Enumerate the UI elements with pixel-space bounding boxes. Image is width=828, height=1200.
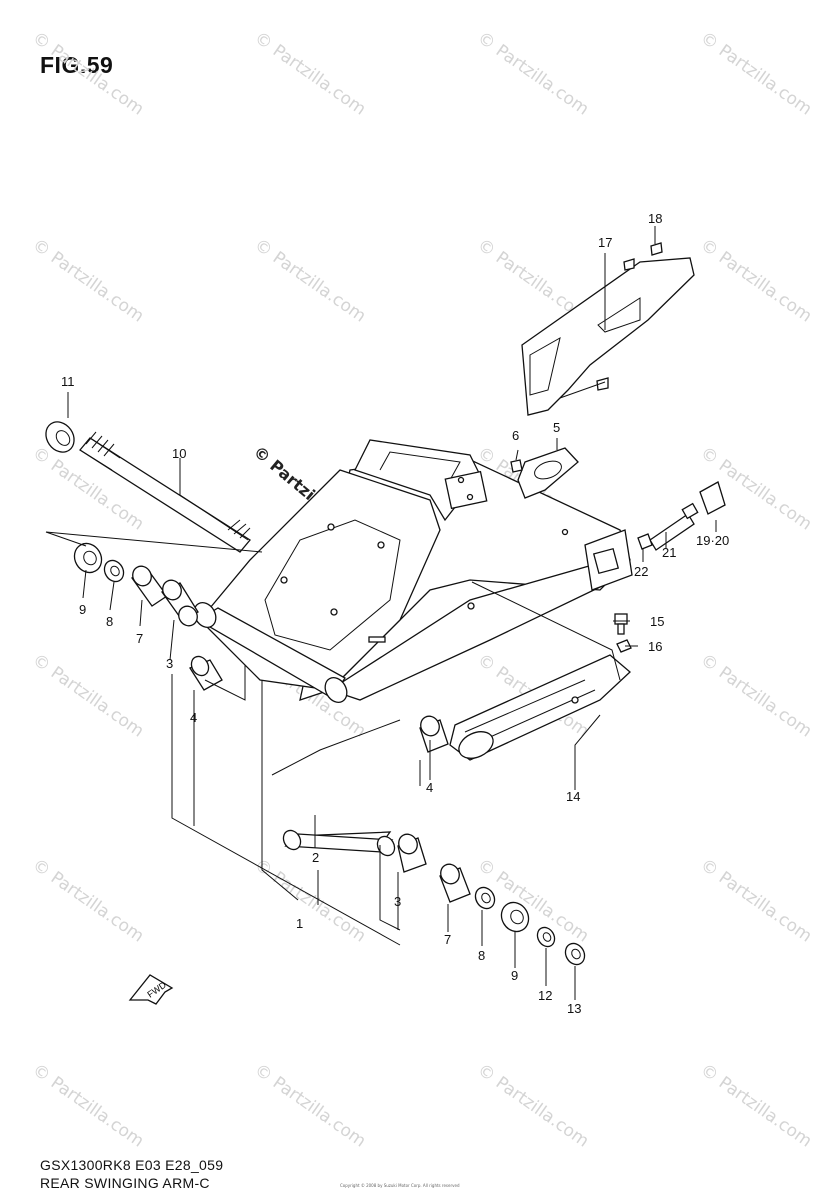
callout-8a: 8	[106, 614, 113, 629]
chain-buffer	[449, 654, 631, 761]
cover-bracket	[510, 447, 579, 499]
chain-buffer-fasteners	[614, 613, 632, 653]
callout-21: 21	[662, 545, 676, 560]
right-pivot-parts	[282, 715, 586, 966]
callout-10: 10	[172, 446, 186, 461]
callout-4b: 4	[426, 780, 433, 795]
callout-22: 22	[634, 564, 648, 579]
swingarm-body	[193, 439, 633, 703]
callout-13: 13	[567, 1001, 581, 1016]
callout-7b: 7	[444, 932, 451, 947]
chain-adjuster	[637, 481, 726, 551]
callout-16: 16	[648, 639, 662, 654]
callout-1: 1	[296, 916, 303, 931]
callout-9b: 9	[511, 968, 518, 983]
callout-9a: 9	[79, 602, 86, 617]
copyright-notice: Copyright © 2008 by Suzuki Motor Corp. A…	[340, 1183, 460, 1188]
callout-6: 6	[512, 428, 519, 443]
callout-2: 2	[312, 850, 319, 865]
callout-18: 18	[648, 211, 662, 226]
chain-cover	[521, 242, 695, 416]
pivot-shaft	[79, 431, 251, 553]
callout-4a: 4	[190, 710, 197, 725]
figure-title: FIG.59	[40, 52, 114, 78]
callout-3a: 3	[166, 656, 173, 671]
callout-19-20: 19·20	[696, 533, 729, 548]
callout-11: 11	[61, 374, 75, 389]
callout-14: 14	[566, 789, 580, 804]
left-pivot-parts	[73, 542, 223, 691]
callout-12: 12	[538, 988, 552, 1003]
callout-15: 15	[650, 614, 664, 629]
callout-3b: 3	[394, 894, 401, 909]
callout-17: 17	[598, 235, 612, 250]
section-name: REAR SWINGING ARM-C	[40, 1175, 210, 1191]
callout-5: 5	[553, 420, 560, 435]
fwd-arrow-icon: FWD	[128, 974, 174, 1005]
model-code: GSX1300RK8 E03 E28_059	[40, 1157, 224, 1173]
callout-8b: 8	[478, 948, 485, 963]
pivot-nut	[45, 421, 75, 453]
leader-lines	[45, 226, 717, 1000]
callout-labels: 1 2 3 3 4 4 5 6 7 7 8 8 9 9 10 11 12 13 …	[61, 211, 729, 1016]
callout-7a: 7	[136, 631, 143, 646]
